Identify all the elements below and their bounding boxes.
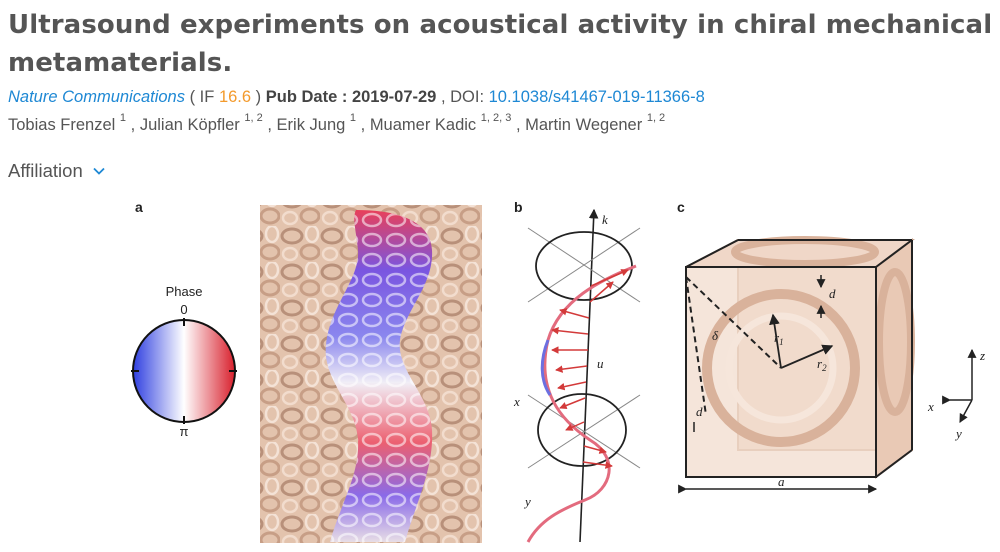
doi-label: , DOI: [440,88,485,106]
article-title: Ultrasound experiments on acoustical act… [8,10,993,78]
polarization-ellipse-top [535,231,633,301]
wall-thickness-label: d [829,286,836,301]
author-name[interactable]: Erik Jung [276,116,346,134]
x-axis-label-b: x [513,394,520,409]
z-axis-label: z [979,348,985,363]
panel-b: b k u x y [513,199,641,543]
helical-displacement-curve-blue [540,339,552,396]
displacement-arrows [551,269,629,469]
article-meta: Nature Communications ( IF 16.6 ) Pub Da… [8,86,705,108]
author-name[interactable]: Julian Köpfler [139,116,240,134]
lattice-constant-label: a [778,474,785,489]
panel-label-a: a [135,199,143,215]
radius-r2-label: r2 [817,356,827,373]
author-separator: , [130,116,136,134]
phase-colorwheel [131,318,237,424]
author-name[interactable]: Martin Wegener [525,116,643,134]
affiliation-toggle[interactable]: Affiliation [8,157,105,183]
impact-factor-prefix: ( IF [189,88,215,106]
wavevector-label: k [602,212,608,227]
impact-factor-value: 16.6 [218,88,252,106]
tilt-angle-label: δ [712,328,719,343]
phase-tick-pi: π [180,424,189,439]
author-affiliation-index: 1, 2, 3 [480,112,512,124]
author-list: Tobias Frenzel 1 , Julian Köpfler 1, 2 ,… [8,112,666,136]
author-affiliation-index: 1, 2 [244,112,263,124]
helper-line [527,227,641,303]
journal-link[interactable]: Nature Communications [8,88,185,106]
author-affiliation-index: 1 [119,112,127,124]
polarization-ellipse-bottom [537,393,627,467]
chevron-down-icon [93,157,105,181]
coordinate-axes [942,348,977,423]
radius-r1-label: r1 [774,330,784,347]
pub-date-label: Pub Date : [265,88,348,106]
affiliation-label: Affiliation [8,160,83,181]
y-axis-label-c: y [954,426,962,441]
panel-label-c: c [677,199,685,215]
edge-thickness-label: d [696,404,703,419]
author-separator: , [267,116,272,134]
helical-displacement-curve [526,264,637,543]
y-axis-label-b: y [523,494,531,509]
phase-tick-zero: 0 [180,302,187,317]
author-name[interactable]: Tobias Frenzel [8,116,116,134]
helper-line [527,394,641,469]
impact-factor-suffix: ) [255,88,262,106]
panel-c: c d δ r1 [677,199,985,494]
author-affiliation-index: 1, 2 [646,112,666,124]
displacement-label: u [597,356,604,371]
panel-label-b: b [514,199,523,215]
phase-legend-title: Phase [166,284,203,299]
author-separator: , [515,116,521,134]
abstract-figure: a Phase 0 π b k [0,190,1000,547]
wave-axis [579,208,599,543]
x-axis-label-c: x [927,399,934,414]
unit-cell-cube [678,236,915,494]
author-affiliation-index: 1 [349,112,357,124]
author-separator: , [360,116,366,134]
author-name[interactable]: Muamer Kadic [369,116,477,134]
metamaterial-render [260,205,482,543]
panel-a: a Phase 0 π [131,199,482,543]
pub-date-value: 2019-07-29 [351,88,437,106]
doi-link[interactable]: 10.1038/s41467-019-11366-8 [488,88,705,106]
